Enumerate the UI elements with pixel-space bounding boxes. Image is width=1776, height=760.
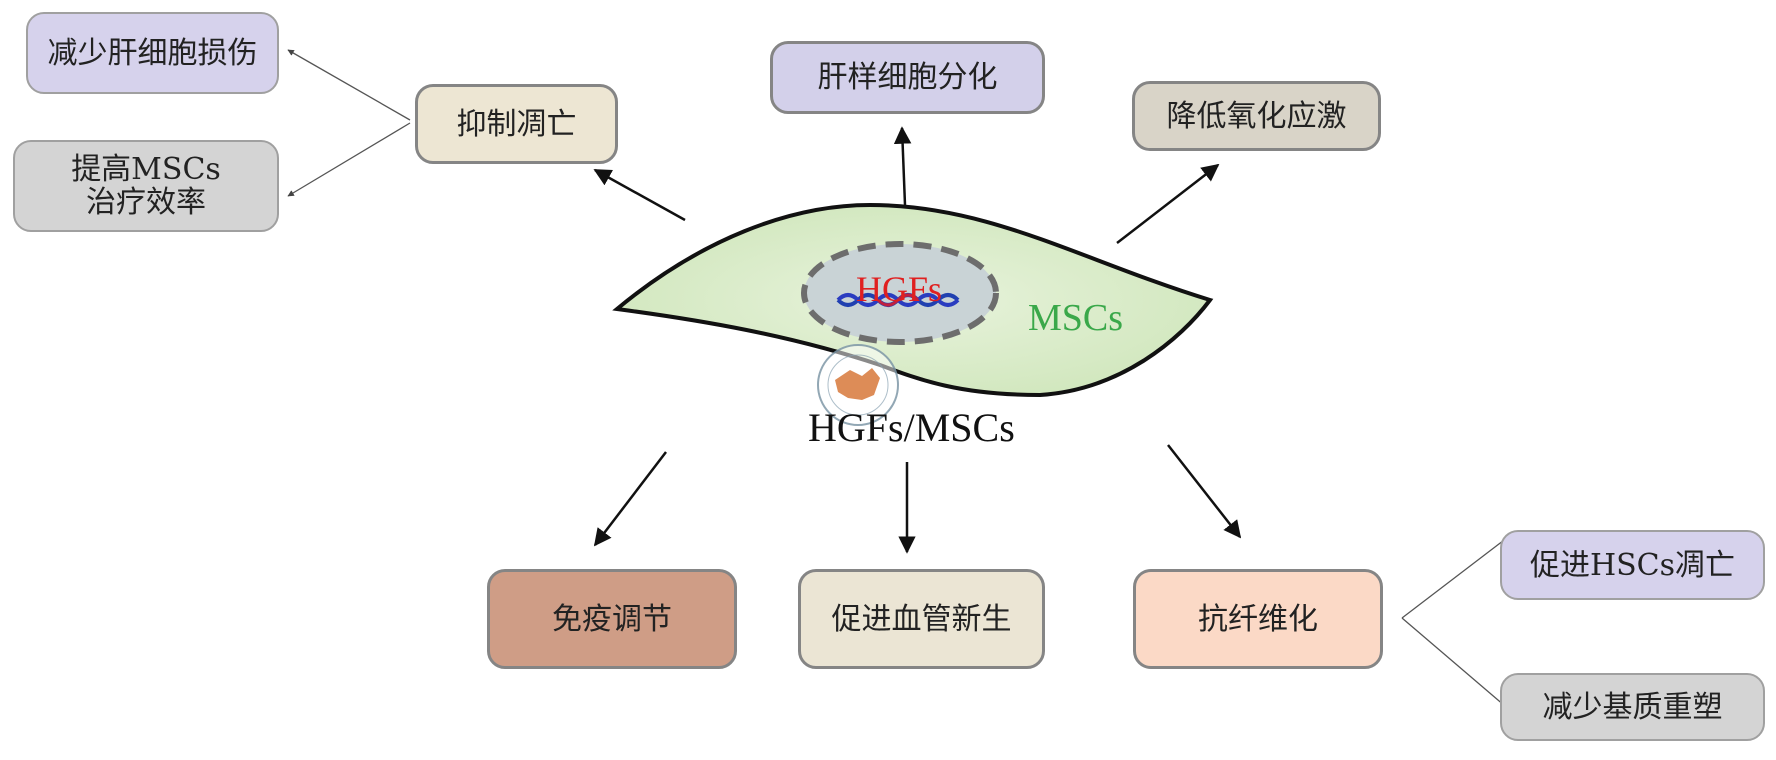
- effect-oxidative-box: 降低氧化应激: [1132, 81, 1381, 151]
- sub-effect-matrix-label: 减少基质重塑: [1542, 689, 1723, 725]
- journal-seal-icon: [817, 344, 899, 426]
- arrow-to-antifibrosis: [1167, 444, 1242, 539]
- effect-hepatocyte-box: 肝样细胞分化: [770, 41, 1045, 114]
- effect-antifibrosis-label: 抗纤维化: [1198, 601, 1318, 637]
- effect-hepatocyte-label: 肝样细胞分化: [817, 60, 998, 95]
- effect-immune-label: 免疫调节: [552, 601, 672, 637]
- sub-effect-matrix-box: 减少基质重塑: [1500, 673, 1765, 741]
- sub-effect-hsc-apoptosis-box: 促进HSCs凋亡: [1500, 530, 1765, 600]
- sub-effect-hsc-apoptosis-label: 促进HSCs凋亡: [1529, 547, 1736, 583]
- arrow-to-hepatocyte: [893, 126, 912, 206]
- effect-angiogenesis-label: 促进血管新生: [831, 601, 1012, 637]
- effect-angiogenesis-box: 促进血管新生: [798, 569, 1045, 669]
- effect-apoptosis-label: 抑制凋亡: [456, 106, 577, 142]
- hgfs-label: HGFs: [856, 269, 943, 309]
- arrow-apoptosis-to-liver-damage: [287, 49, 411, 121]
- mscs-label: MSCs: [1028, 297, 1124, 339]
- sub-effect-liver-damage-label: 减少肝细胞损伤: [47, 35, 258, 71]
- arrow-to-apoptosis: [593, 168, 686, 222]
- effect-antifibrosis-box: 抗纤维化: [1133, 569, 1383, 669]
- arrow-to-immune: [593, 451, 667, 547]
- effect-oxidative-label: 降低氧化应激: [1166, 98, 1347, 134]
- arrow-antifibrosis-to-matrix: [1401, 617, 1513, 713]
- sub-effect-efficiency-label: 提高MSCs 治疗效率: [71, 152, 221, 220]
- arrow-apoptosis-to-efficiency: [287, 122, 411, 197]
- center-caption: HGFs/MSCs: [808, 405, 1015, 450]
- sub-effect-efficiency-box: 提高MSCs 治疗效率: [13, 140, 279, 232]
- effect-apoptosis-box: 抑制凋亡: [415, 84, 618, 164]
- arrow-antifibrosis-to-hsc: [1401, 533, 1513, 619]
- sub-effect-liver-damage-box: 减少肝细胞损伤: [26, 12, 279, 94]
- nucleus: [801, 241, 999, 345]
- arrow-to-oxidative: [1116, 163, 1220, 244]
- dna-strand-highlight: [876, 293, 920, 307]
- effect-immune-box: 免疫调节: [487, 569, 737, 669]
